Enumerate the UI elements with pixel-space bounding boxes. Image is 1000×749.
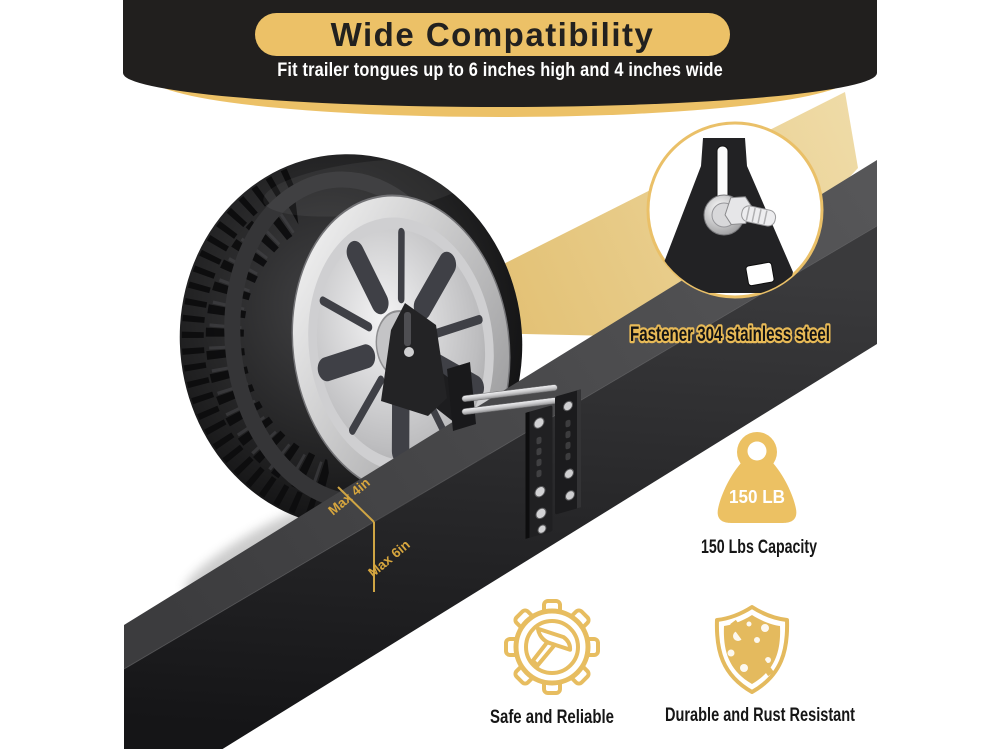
safety-label: Safe and Reliable bbox=[490, 707, 614, 728]
capacity-feature: 150 LB 150 Lbs Capacity bbox=[701, 432, 817, 558]
threaded-rods bbox=[461, 384, 558, 415]
weight-icon: 150 LB bbox=[717, 432, 797, 523]
clamp-plate-near bbox=[525, 405, 553, 539]
trailer-tongue-beam bbox=[123, 160, 878, 749]
page-title: Wide Compatibility bbox=[330, 15, 655, 53]
capacity-badge-text: 150 LB bbox=[729, 487, 785, 507]
durability-feature: Durable and Rust Resistant bbox=[665, 605, 856, 726]
durability-label: Durable and Rust Resistant bbox=[665, 705, 856, 726]
measure-line-width bbox=[337, 486, 375, 523]
banner-subtitle: Fit trailer tongues up to 6 inches high … bbox=[277, 60, 723, 81]
safety-feature: Safe and Reliable bbox=[490, 599, 614, 728]
shield-icon bbox=[714, 605, 790, 694]
beam-top-face bbox=[124, 160, 877, 669]
banner-title-pill: Wide Compatibility bbox=[255, 13, 730, 56]
beam-front-face bbox=[124, 226, 877, 749]
fastener-label: Fastener 304 stainless steel bbox=[630, 323, 830, 346]
gear-hammer-icon bbox=[504, 599, 600, 695]
clamp-plate-far bbox=[555, 389, 581, 515]
mount-bracket bbox=[447, 362, 581, 539]
stainless-bolt bbox=[724, 196, 777, 227]
bracket-detail bbox=[658, 138, 793, 293]
banner-subtitle-row: Fit trailer tongues up to 6 inches high … bbox=[123, 60, 877, 82]
zoom-callout-circle bbox=[646, 121, 824, 299]
capacity-label: 150 Lbs Capacity bbox=[701, 537, 817, 558]
hub-mount-bracket bbox=[381, 303, 464, 430]
